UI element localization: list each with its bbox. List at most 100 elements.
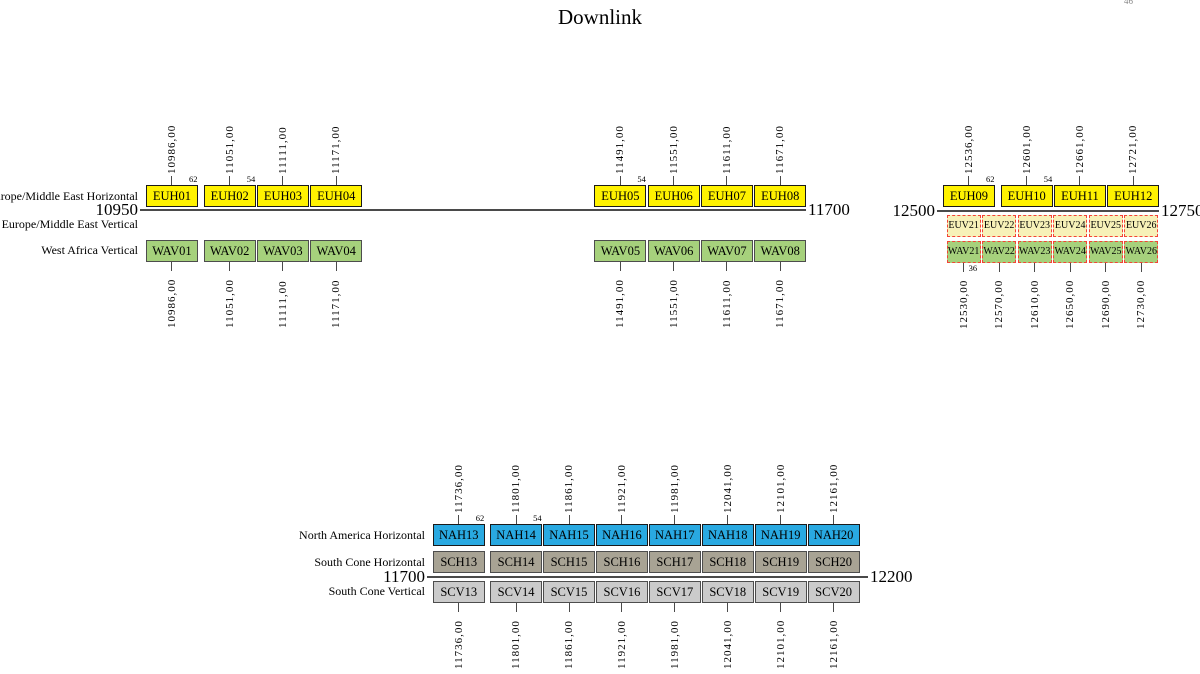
freq-tick (621, 603, 623, 612)
channel-wav03: WAV03 (256, 240, 309, 262)
freq-label-wav04: 11171,00 (330, 279, 343, 328)
beam-label-north-america-horizontal: North America Horizontal (299, 528, 425, 542)
channel-wav06: WAV06 (647, 240, 700, 262)
axis-line-top-left (140, 209, 806, 211)
freq-label-nah13: 11736,00 (452, 464, 465, 513)
channel-sch17: SCH17 (648, 551, 701, 573)
channel-euv21: EUV21 (946, 215, 981, 237)
channel-sch16: SCH16 (595, 551, 648, 573)
channel-euh02: EUH02 (203, 185, 256, 207)
channel-nah13: NAH13 (432, 524, 485, 546)
channel-wav07: WAV07 (700, 240, 753, 262)
channel-wav26: WAV26 (1124, 241, 1159, 263)
channel-wav04: WAV04 (310, 240, 363, 262)
channel-wav24: WAV24 (1053, 241, 1088, 263)
axis-line-top-right (937, 210, 1159, 212)
freq-tick (458, 603, 460, 612)
channel-scv20: SCV20 (807, 581, 860, 603)
freq-tick (282, 176, 284, 185)
channel-sch15: SCH15 (543, 551, 595, 573)
freq-label-nah20: 12161,00 (827, 463, 840, 513)
freq-tick (619, 176, 621, 185)
freq-label-nah14: 11801,00 (510, 464, 523, 513)
freq-label-wav05: 11491,00 (614, 279, 627, 328)
freq-tick (1026, 176, 1028, 185)
channel-note-euh09: 62 (985, 174, 995, 184)
channel-nah19: NAH19 (754, 524, 807, 546)
freq-tick (833, 603, 835, 612)
freq-label-wav06: 11551,00 (667, 279, 680, 328)
channel-note-euh02: 54 (246, 174, 256, 184)
freq-tick (171, 262, 173, 271)
freq-label-wav26: 12730,00 (1135, 279, 1148, 329)
channel-nah17: NAH17 (648, 524, 701, 546)
channel-euh04: EUH04 (310, 185, 363, 207)
freq-label-wav21: 12530,00 (957, 279, 970, 329)
channel-nah14: NAH14 (490, 524, 543, 546)
channel-euh07: EUH07 (700, 185, 753, 207)
channel-euh08: EUH08 (754, 185, 807, 207)
channel-wav23: WAV23 (1017, 241, 1052, 263)
channel-nah15: NAH15 (543, 524, 595, 546)
axis-start-label-top-left: 10950 (95, 200, 139, 219)
freq-label-euh11: 12661,00 (1073, 124, 1086, 174)
axis-line-bottom (427, 576, 868, 578)
freq-label-wav07: 11611,00 (720, 279, 733, 328)
channel-note-euh01: 62 (188, 174, 198, 184)
axis-end-label-top-left: 11700 (808, 200, 850, 219)
freq-tick (1132, 176, 1134, 185)
freq-label-wav03: 11111,00 (276, 280, 289, 328)
freq-label-scv16: 11921,00 (615, 620, 628, 669)
freq-label-euh02: 11051,00 (223, 125, 236, 174)
channel-scv18: SCV18 (701, 581, 754, 603)
freq-tick (673, 262, 675, 271)
freq-tick (968, 176, 970, 185)
freq-label-nah15: 11861,00 (563, 464, 575, 513)
freq-label-scv14: 11801,00 (510, 620, 523, 669)
freq-label-nah17: 11981,00 (668, 464, 681, 513)
channel-scv14: SCV14 (490, 581, 543, 603)
freq-tick (673, 176, 675, 185)
channel-euh10: EUH10 (1000, 185, 1053, 207)
channel-wav08: WAV08 (754, 240, 807, 262)
freq-tick (674, 515, 676, 524)
freq-tick (780, 603, 782, 612)
freq-label-wav25: 12690,00 (1099, 279, 1112, 329)
freq-tick (335, 262, 337, 271)
freq-label-wav02: 11051,00 (223, 279, 236, 328)
freq-label-euh05: 11491,00 (614, 125, 627, 174)
channel-euh06: EUH06 (647, 185, 700, 207)
freq-tick (568, 603, 570, 612)
freq-label-wav24: 12650,00 (1064, 279, 1077, 329)
freq-tick (727, 603, 729, 612)
freq-tick (1069, 263, 1071, 272)
channel-wav01: WAV01 (145, 240, 198, 262)
freq-tick (726, 262, 728, 271)
channel-note-wav21: 36 (968, 263, 978, 273)
freq-tick (780, 515, 782, 524)
freq-tick (229, 262, 231, 271)
channel-euh03: EUH03 (256, 185, 309, 207)
beam-label-west-africa-vertical: West Africa Vertical (41, 243, 138, 257)
freq-label-nah19: 12101,00 (774, 463, 787, 513)
freq-tick (833, 515, 835, 524)
freq-label-wav01: 10986,00 (165, 278, 178, 328)
channel-euv25: EUV25 (1088, 215, 1123, 237)
channel-note-euh10: 54 (1043, 174, 1053, 184)
channel-wav05: WAV05 (594, 240, 647, 262)
freq-label-euh07: 11611,00 (720, 125, 733, 174)
channel-euh12: EUH12 (1107, 185, 1160, 207)
freq-tick (515, 515, 517, 524)
freq-tick (1034, 263, 1036, 272)
channel-scv19: SCV19 (754, 581, 807, 603)
channel-sch20: SCH20 (807, 551, 860, 573)
channel-note-euh05: 54 (637, 174, 646, 184)
channel-sch13: SCH13 (432, 551, 485, 573)
freq-label-nah16: 11921,00 (615, 464, 628, 513)
freq-label-euh01: 10986,00 (165, 124, 178, 174)
freq-tick (674, 603, 676, 612)
beam-label-europe-middle-east-horizontal: Europe/Middle East Horizontal (0, 189, 138, 203)
channel-nah18: NAH18 (701, 524, 754, 546)
axis-end-label-bottom: 12200 (870, 567, 913, 586)
